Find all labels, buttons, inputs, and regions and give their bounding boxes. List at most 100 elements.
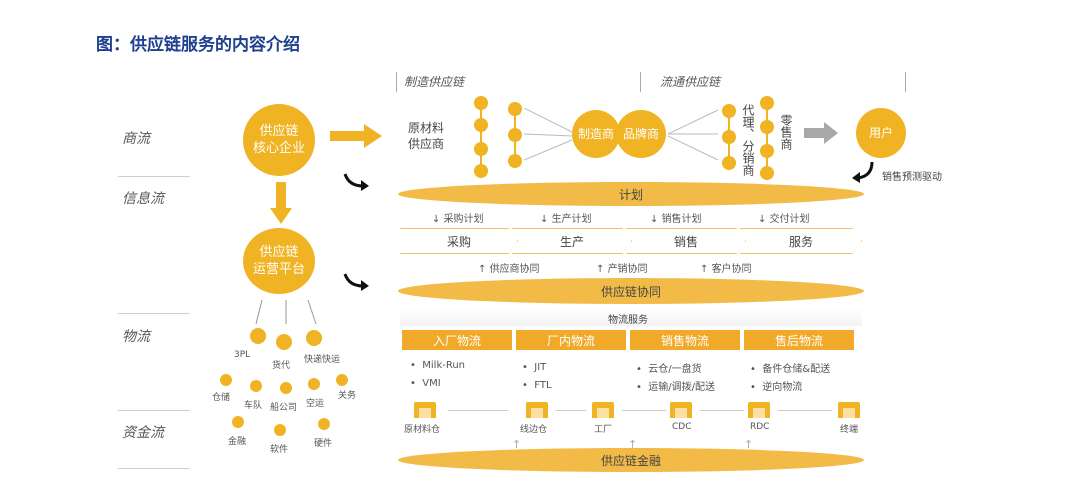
row-divider (118, 468, 190, 469)
arrow-down-icon (270, 182, 292, 224)
logistics-item: • 云仓/一盘货 (636, 364, 702, 375)
service-dot (250, 380, 262, 392)
warehouse-icon (414, 402, 436, 418)
plan-label: 生产计划 (551, 214, 592, 225)
up-arrow-icon: ↑ (628, 438, 638, 451)
stage-purchasing: 采购 (400, 228, 518, 254)
forecast-label: 销售预测驱动 (882, 172, 942, 183)
collab-ellipse: 供应链协同 (398, 278, 864, 304)
user-node: 用户 (856, 108, 906, 158)
service-label: 金融 (228, 437, 247, 447)
plan-label: 采购计划 (443, 214, 484, 225)
connector (766, 96, 768, 176)
plan-delivery: ↓ 交付计划 (758, 214, 810, 225)
warehouse-label: 线边仓 (520, 425, 548, 435)
service-dot (306, 330, 322, 346)
service-dot (336, 374, 348, 386)
plan-ellipse: 计划 (398, 182, 864, 206)
logistics-item: • 运输/调拨/配送 (636, 382, 716, 393)
logistics-item: • Milk-Run (410, 360, 466, 371)
service-label: 车队 (244, 401, 263, 411)
row-label-commerce: 商流 (122, 131, 150, 147)
connector-lines (524, 108, 573, 161)
warehouse-label: CDC (672, 422, 692, 432)
collab-label: 客户协同 (711, 264, 752, 275)
curved-arrow-icon (343, 273, 369, 291)
flow-line (778, 410, 832, 411)
warehouse-label: 终端 (840, 425, 859, 435)
service-dot (220, 374, 232, 386)
logistics-aftersales-header: 售后物流 (744, 330, 854, 350)
flow-line (556, 410, 586, 411)
warehouse-icon (838, 402, 860, 418)
connector (728, 104, 730, 168)
row-label-logistics: 物流 (122, 329, 150, 345)
connector-lines (255, 299, 317, 325)
section-distribution: 流通供应链 (660, 75, 721, 89)
retailer-label: 零售商 (779, 114, 793, 150)
flow-line (448, 410, 508, 411)
collab-production-sales: ↑ 产销协同 (596, 264, 648, 275)
up-arrow-icon: ↑ (744, 438, 754, 451)
collab-label: 供应商协同 (489, 264, 540, 275)
service-dot (250, 328, 266, 344)
warehouse-icon (748, 402, 770, 418)
flow-line (700, 410, 744, 411)
warehouse-icon (592, 402, 614, 418)
warehouse-label: 工厂 (594, 425, 613, 435)
collab-customer: ↑ 客户协同 (700, 264, 752, 275)
service-label: 空运 (306, 399, 325, 409)
service-dot (308, 378, 320, 390)
finance-ellipse: 供应链金融 (398, 448, 864, 472)
warehouse-label: RDC (750, 422, 770, 432)
arrow-right-icon (330, 124, 382, 148)
agent-label: 代理、分销商 (741, 104, 755, 176)
gray-arrow-icon (804, 122, 838, 144)
section-divider (396, 72, 397, 92)
flow-line (622, 410, 666, 411)
up-arrow-icon: ↑ (512, 438, 522, 451)
brand-node: 品牌商 (616, 110, 666, 158)
service-label: 关务 (338, 391, 357, 401)
logistics-inbound-header: 入厂物流 (402, 330, 512, 350)
logistics-item: • JIT (522, 362, 547, 373)
manufacturer-node: 制造商 (572, 110, 620, 158)
logistics-item: • 逆向物流 (750, 382, 803, 393)
service-dot (274, 424, 286, 436)
plan-production: ↓ 生产计划 (540, 214, 592, 225)
service-dot (232, 416, 244, 428)
row-label-information: 信息流 (122, 191, 164, 207)
collab-supplier: ↑ 供应商协同 (478, 264, 540, 275)
service-label: 硬件 (314, 439, 333, 449)
section-divider (905, 72, 906, 92)
row-divider (118, 313, 190, 314)
service-label: 快递快运 (304, 355, 341, 365)
stage-sales: 销售 (626, 228, 746, 254)
section-manufacturing: 制造供应链 (404, 75, 465, 89)
logistics-item: • VMI (410, 378, 441, 389)
service-dot (280, 382, 292, 394)
plan-purchasing: ↓ 采购计划 (432, 214, 484, 225)
warehouse-icon (526, 402, 548, 418)
collab-label: 产销协同 (607, 264, 648, 275)
service-label: 仓储 (212, 393, 231, 403)
logistics-service-label: 物流服务 (608, 315, 648, 326)
logistics-item: • FTL (522, 380, 552, 391)
logistics-item: • 备件仓储&配送 (750, 364, 831, 375)
connector (480, 96, 482, 176)
service-dot (318, 418, 330, 430)
row-divider (118, 176, 190, 177)
plan-sales: ↓ 销售计划 (650, 214, 702, 225)
connector (514, 102, 516, 166)
page-title: 图：供应链服务的内容介绍 (96, 35, 300, 55)
connector-lines (668, 109, 719, 161)
plan-label: 销售计划 (661, 214, 702, 225)
logistics-inplant-header: 厂内物流 (516, 330, 626, 350)
core-platform-node: 供应链 运营平台 (243, 228, 315, 294)
curved-arrow-icon (852, 161, 874, 183)
row-divider (118, 410, 190, 411)
stage-service: 服务 (740, 228, 862, 254)
warehouse-label: 原材料仓 (404, 425, 441, 435)
section-divider (640, 72, 641, 92)
service-dot (276, 334, 292, 350)
